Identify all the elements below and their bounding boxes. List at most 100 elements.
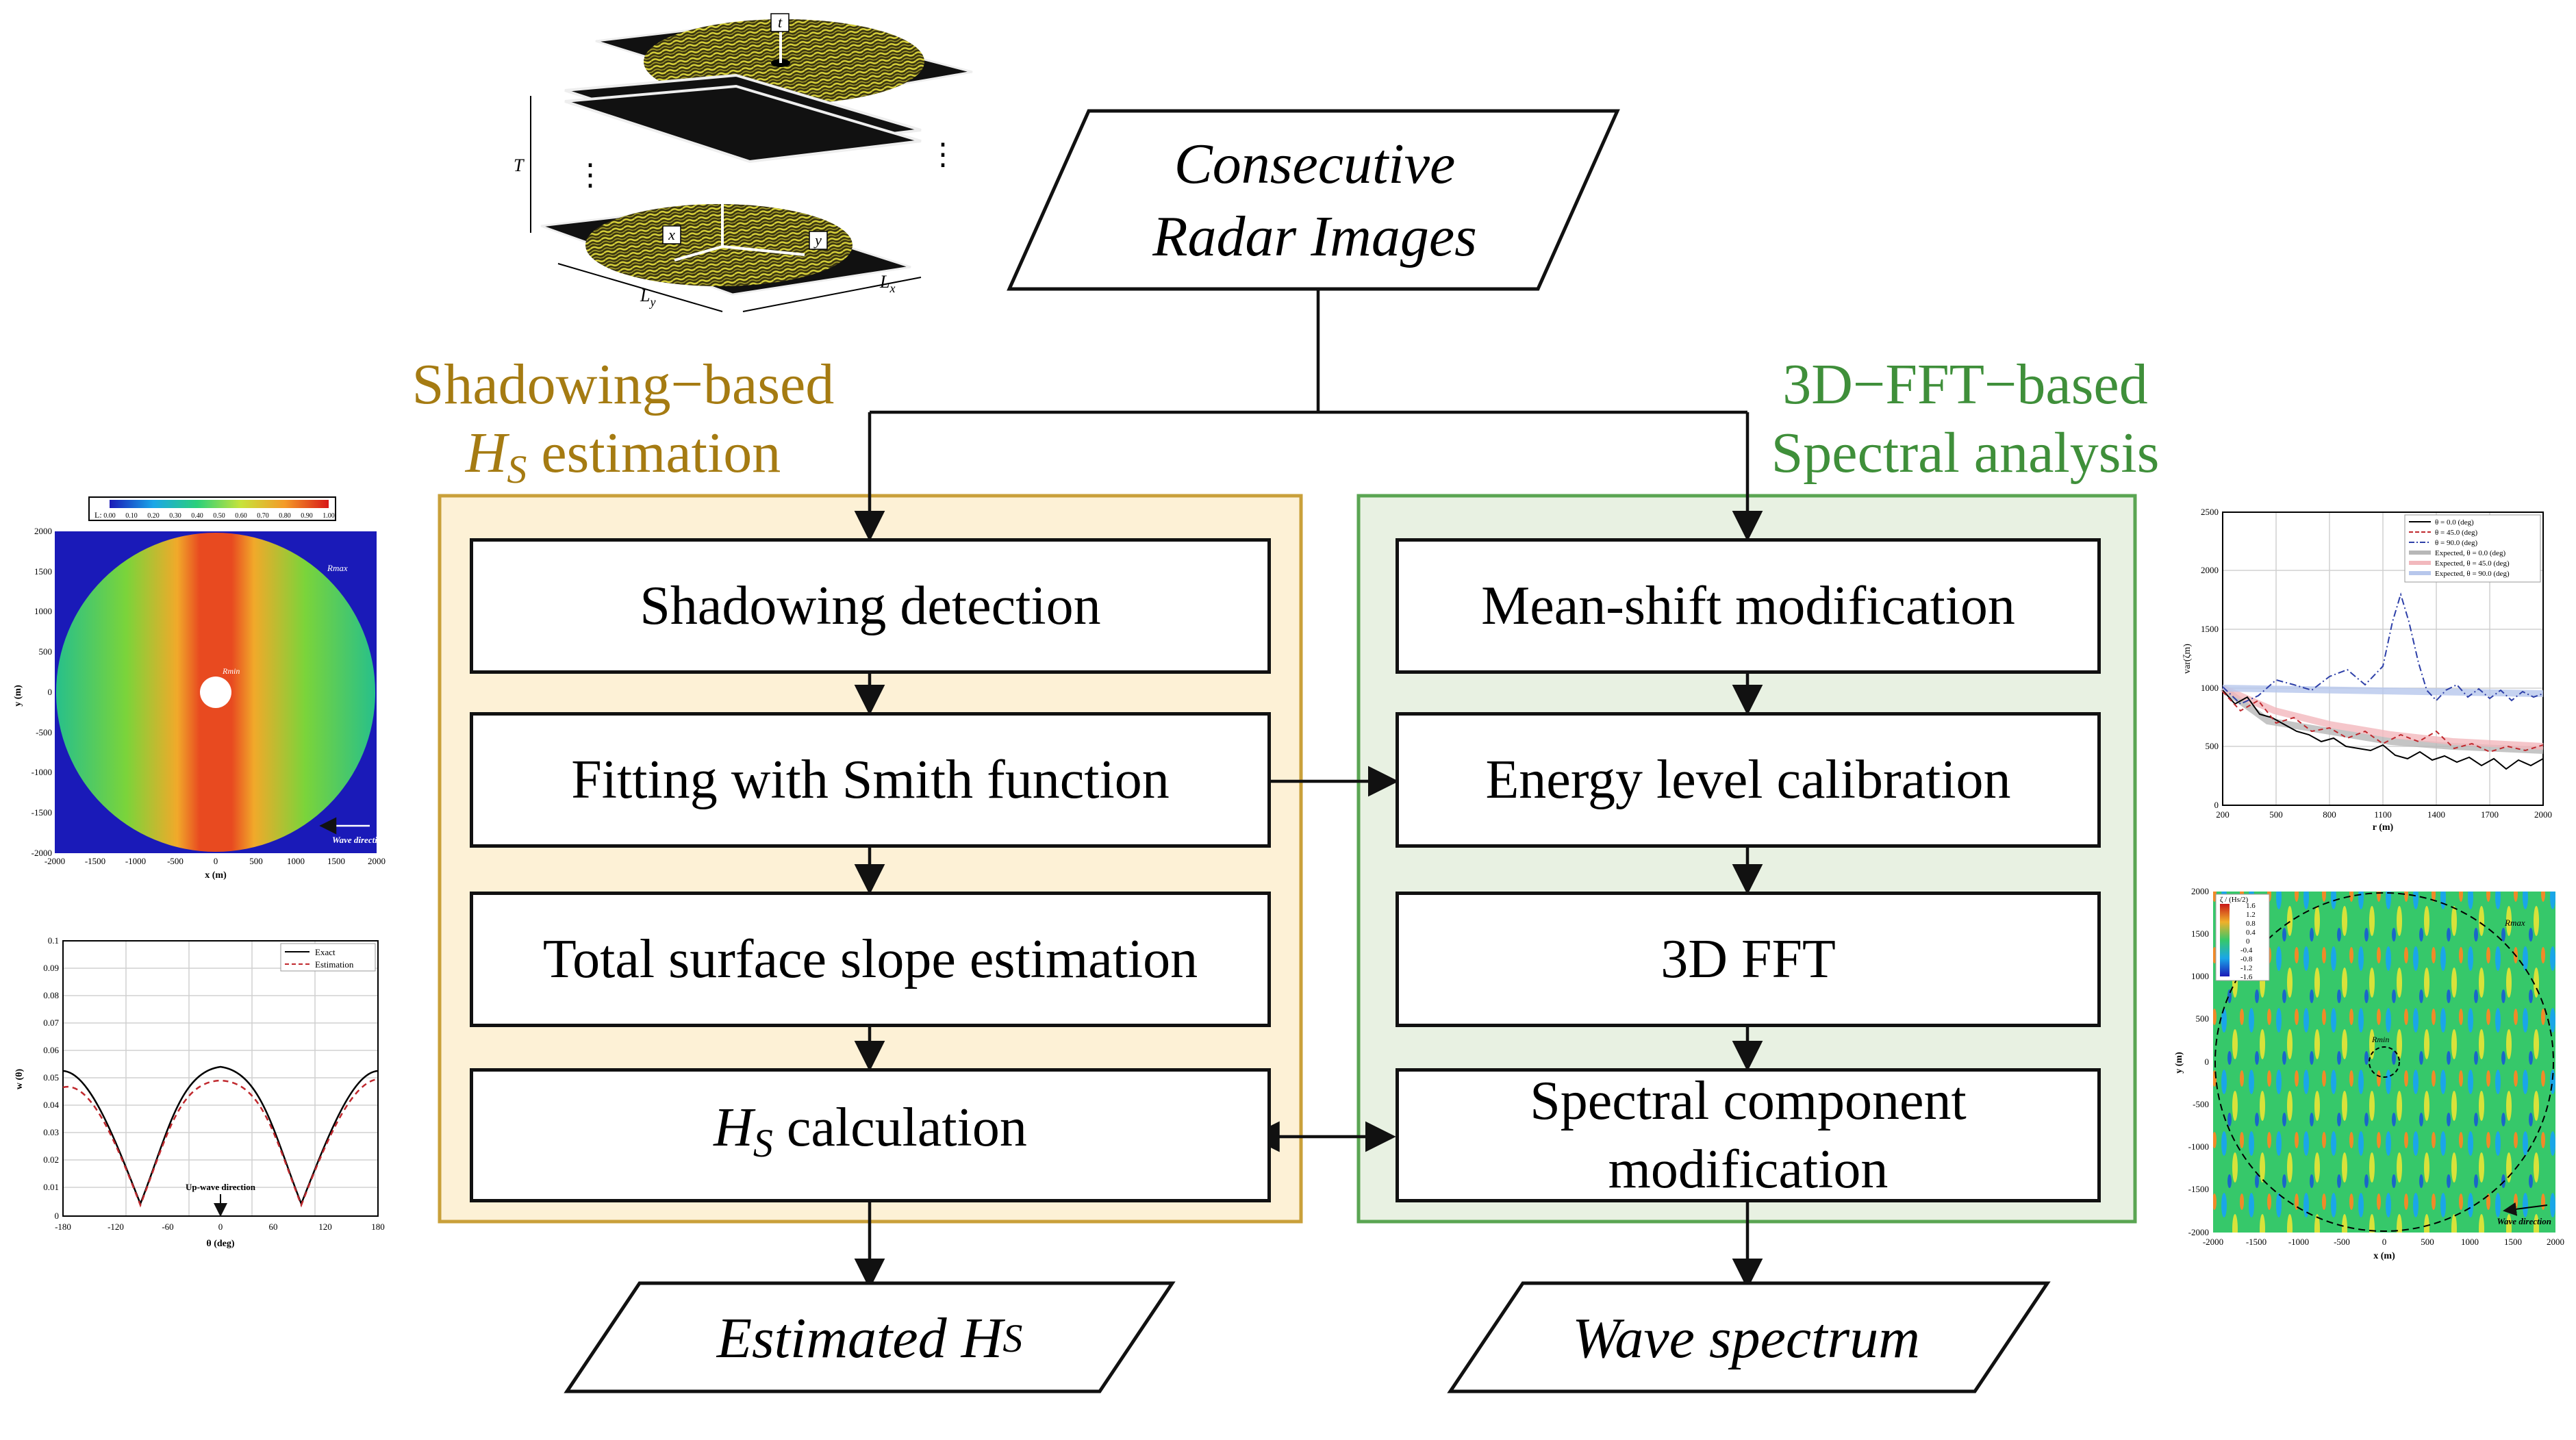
step-smith-fitting[interactable]: Fitting with Smith function [470,712,1271,848]
step-3d-fft-label: 3D FFT [1660,929,1836,989]
illum-rmax: Rmax [327,563,348,573]
svg-text:-1000: -1000 [2288,1237,2309,1247]
svg-text:0.70: 0.70 [257,512,269,520]
svg-text:0.08: 0.08 [43,990,59,1000]
output-hs-shape [564,1281,1176,1393]
illum-xlabel: x (m) [205,870,227,881]
elev-rmin: Rmin [2371,1035,2389,1044]
variance-plot-thumbnail: θ = 0.0 (deg) θ = 45.0 (deg) θ = 90.0 (d… [2182,507,2552,833]
svg-text:0.09: 0.09 [43,963,59,973]
svg-text:1500: 1500 [2201,624,2219,634]
input-shape [1007,109,1620,291]
fft-branch-title: 3D−FFT−based Spectral analysis [1726,351,2205,488]
svg-text:2000: 2000 [2201,565,2219,575]
svg-text:1000: 1000 [2461,1237,2479,1247]
axis-y: y [813,231,822,249]
output-hs-text: Estimated H [716,1306,1003,1370]
output-spectrum-text: Wave spectrum [1572,1306,1920,1370]
svg-text:60: 60 [269,1222,278,1232]
svg-text:0.06: 0.06 [43,1045,59,1055]
smith-annotation: Up-wave direction [186,1182,256,1192]
variance-xlabel: r (m) [2373,822,2394,833]
axis-Lx: Lx [879,272,895,295]
svg-text:800: 800 [2323,809,2336,820]
fft-title-line1: 3D−FFT−based [1782,353,2148,416]
variance-ylabel: var(ζm) [2182,644,2193,674]
svg-text:1.6: 1.6 [2246,902,2256,910]
svg-text:0: 0 [218,1222,223,1232]
shadowing-title-line2: HS estimation [370,419,876,504]
svg-text:-500: -500 [167,856,184,866]
axis-Ly: Ly [640,286,655,309]
smith-function-thumbnail: Exact Estimation Up-wave direction 0.1 0… [14,935,385,1249]
svg-text:0.90: 0.90 [301,512,313,520]
svg-text:0.10: 0.10 [125,512,138,520]
svg-text:0: 0 [2246,937,2250,946]
svg-text:1500: 1500 [327,856,345,866]
step-spectral-modification[interactable]: Spectral component modification [1396,1068,2101,1202]
illumination-map-thumbnail: L: 0.00 0.10 0.20 0.30 0.40 0.50 0.60 0.… [13,496,387,881]
svg-text:0: 0 [2214,800,2219,810]
svg-text:2000: 2000 [34,526,52,536]
step-slope-estimation[interactable]: Total surface slope estimation [470,892,1271,1027]
svg-text:500: 500 [2269,809,2283,820]
svg-text:-1500: -1500 [85,856,105,866]
svg-text:0.30: 0.30 [169,512,181,520]
elev-y-ticks: 2000 1500 1000 500 0 -500 -1000 -1500 -2… [2188,886,2209,1237]
svg-text:0.03: 0.03 [43,1127,59,1137]
step-shadowing-detection[interactable]: Shadowing detection [470,538,1271,674]
svg-text:1000: 1000 [287,856,305,866]
illum-colorbar-label: L: [94,510,102,520]
smith-xlabel: θ (deg) [206,1239,234,1249]
svg-text:500: 500 [2421,1237,2434,1247]
step-energy-calibration[interactable]: Energy level calibration [1396,712,2101,848]
variance-x-ticks: 200 500 800 1100 1400 1700 2000 [2216,809,2552,820]
output-spectrum-shape [1447,1281,2051,1393]
svg-text:2500: 2500 [2201,507,2219,517]
svg-text:Expected, θ = 90.0 (deg): Expected, θ = 90.0 (deg) [2435,570,2510,578]
smith-legend-exact: Exact [315,947,336,957]
svg-text:1.2: 1.2 [2246,911,2256,919]
step-3d-fft[interactable]: 3D FFT [1396,892,2101,1027]
svg-text:0.02: 0.02 [43,1154,59,1165]
svg-text:1500: 1500 [2504,1237,2522,1247]
step-hs-calculation[interactable]: HS calculation [470,1068,1271,1202]
svg-text:-1000: -1000 [125,856,146,866]
step-spectral-modification-line1: Spectral component [1530,1071,1967,1131]
elev-wave-direction: Wave direction [2497,1216,2551,1226]
shadowing-title-line1: Shadowing−based [412,353,835,416]
svg-text:500: 500 [2196,1013,2210,1024]
axis-T: T [514,155,525,175]
svg-text:-180: -180 [55,1222,71,1232]
svg-text:120: 120 [318,1222,332,1232]
elevation-map-thumbnail: ζ / (Hs/2) 1.6 1.2 0.8 0.4 0 -0.4 -0.8 -… [2174,886,2564,1261]
elev-x-ticks: -2000 -1500 -1000 -500 0 500 1000 1500 2… [2203,1237,2564,1247]
svg-text:0: 0 [48,687,53,697]
axis-x: x [668,226,675,243]
svg-text:-2000: -2000 [31,848,52,858]
svg-text:-60: -60 [162,1222,173,1232]
svg-text:0.50: 0.50 [213,512,225,520]
step-mean-shift[interactable]: Mean-shift modification [1396,538,2101,674]
svg-text:2000: 2000 [2547,1237,2564,1247]
svg-text:-500: -500 [36,727,52,737]
fft-title-line2: Spectral analysis [1771,421,2160,485]
variance-y-ticks: 2500 2000 1500 1000 500 0 [2201,507,2219,810]
svg-text:0: 0 [2382,1237,2387,1247]
hs-calc-symbol: H [714,1097,753,1158]
output-hs-sub: S [1002,1316,1023,1361]
svg-text:500: 500 [2206,741,2219,751]
svg-text:-1.2: -1.2 [2240,964,2252,972]
svg-text:θ = 45.0 (deg): θ = 45.0 (deg) [2435,529,2478,537]
svg-text:1700: 1700 [2481,809,2499,820]
hs-symbol: H [465,421,507,485]
svg-text:0.40: 0.40 [191,512,203,520]
smith-legend-estimation: Estimation [315,959,354,970]
svg-text:2000: 2000 [2191,886,2209,896]
svg-text:0.8: 0.8 [2246,920,2256,928]
shadowing-branch-title: Shadowing−based HS estimation [370,351,876,504]
elev-colorbar-ticks: 1.6 1.2 0.8 0.4 0 -0.4 -0.8 -1.2 -1.6 [2240,902,2256,981]
variance-legend: θ = 0.0 (deg) θ = 45.0 (deg) θ = 90.0 (d… [2409,518,2510,578]
